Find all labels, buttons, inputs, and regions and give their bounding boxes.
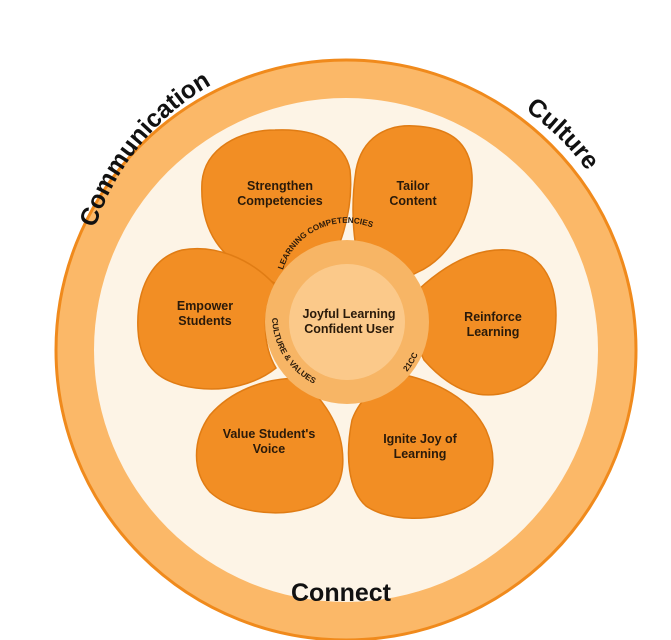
center-disc <box>289 264 405 380</box>
petal-value-voice <box>195 377 344 514</box>
ring-label-connect: Connect <box>291 579 392 607</box>
petal-tailor-content <box>352 125 473 286</box>
petal-label-strengthen-1: Strengthen <box>247 179 313 193</box>
petal-label-reinforce-1: Reinforce <box>464 310 522 324</box>
petal-reinforce-learning <box>413 249 557 396</box>
petal-label-ignite-1: Ignite Joy of <box>383 432 457 446</box>
petal-ignite-joy <box>347 374 494 519</box>
petal-label-tailor-2: Content <box>389 194 437 208</box>
petal-label-value-2: Voice <box>253 442 285 456</box>
petal-group <box>137 125 557 519</box>
center-label-line1: Joyful Learning <box>302 307 395 321</box>
petal-empower-students <box>137 247 277 390</box>
petal-label-ignite-2: Learning <box>394 447 447 461</box>
petal-label-reinforce-2: Learning <box>467 325 520 339</box>
petal-label-tailor-1: Tailor <box>396 179 429 193</box>
petal-label-empower-2: Students <box>178 314 232 328</box>
petal-label-empower-1: Empower <box>177 299 233 313</box>
petal-label-value-1: Value Student's <box>223 427 316 441</box>
center-label-line2: Confident User <box>304 322 394 336</box>
petal-label-strengthen-2: Competencies <box>237 194 322 208</box>
